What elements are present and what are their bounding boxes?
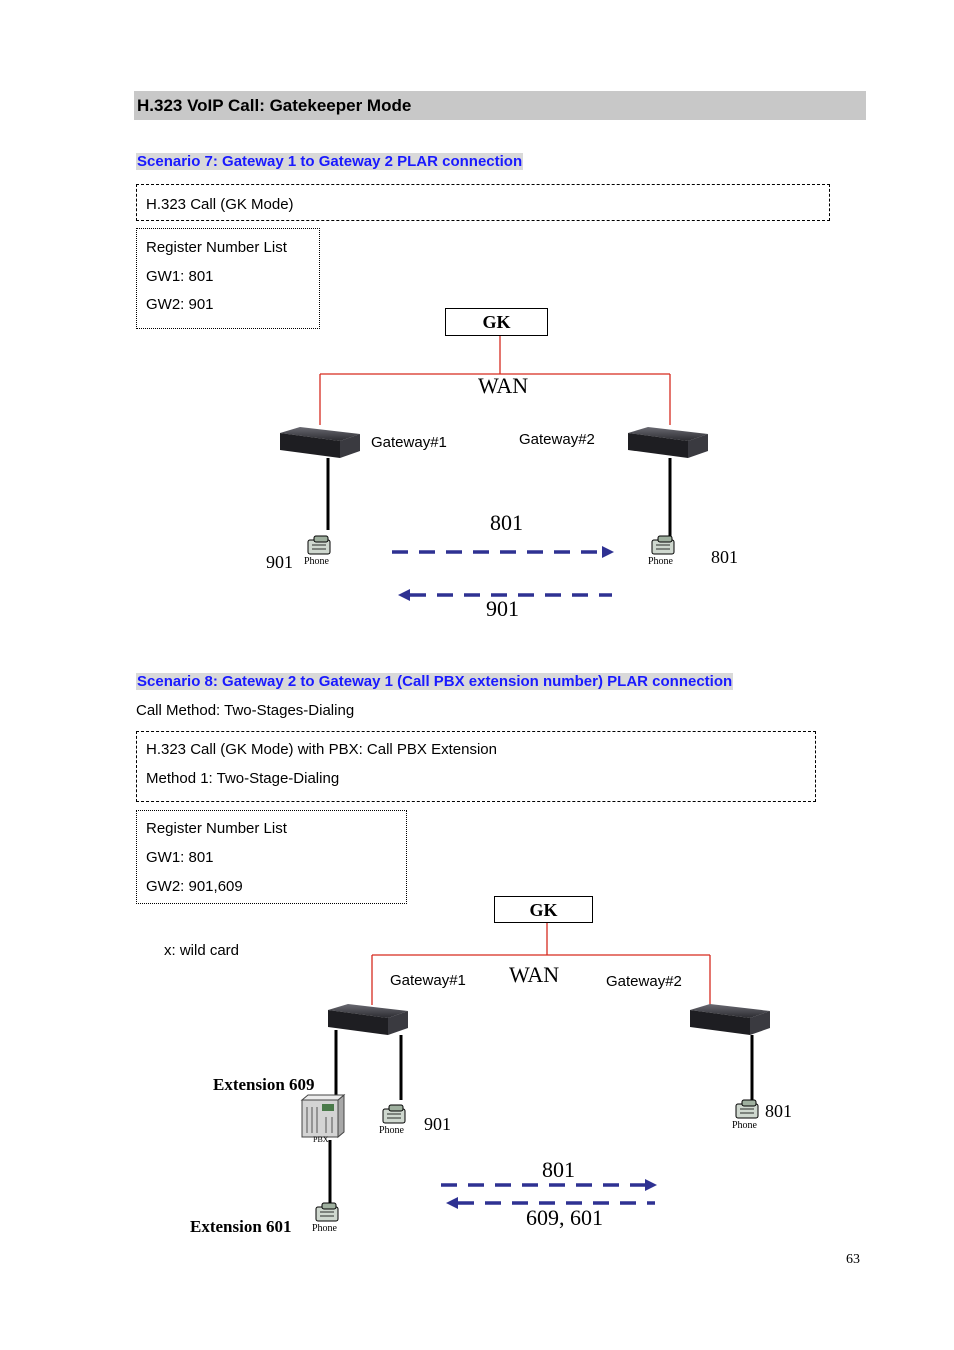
gateway-2-label: Gateway#2 [519, 431, 595, 448]
phone-icon [316, 1203, 338, 1221]
phone-icon [383, 1105, 405, 1123]
gateway-2-device [628, 427, 708, 458]
gatekeeper-box: GK [494, 896, 593, 923]
phone-number-801: 801 [711, 547, 738, 568]
register-gw1: GW1: 801 [146, 849, 214, 866]
wan-label: WAN [478, 373, 528, 399]
page-number: 63 [846, 1252, 860, 1268]
gateway-1-device [280, 427, 360, 458]
phone-number-901: 901 [266, 552, 293, 573]
phone-icon [652, 536, 674, 554]
scenario-8-title: Scenario 8: Gateway 2 to Gateway 1 (Call… [136, 673, 733, 690]
scenario-7-call-arrow-right [392, 546, 614, 558]
gateway-1-label: Gateway#1 [371, 434, 447, 451]
extension-609-label: Extension 609 [213, 1075, 315, 1095]
gateway-2-device [690, 1004, 770, 1035]
arrow-label-901: 901 [486, 596, 519, 622]
phone-label: Phone [732, 1120, 757, 1131]
scenario-8-call-line2: Method 1: Two-Stage-Dialing [146, 770, 339, 787]
arrow-label-801: 801 [542, 1157, 575, 1183]
phone-number-901: 901 [424, 1114, 451, 1135]
pbx-label: PBX [313, 1135, 329, 1144]
gateway-2-label: Gateway#2 [606, 973, 682, 990]
scenario-8-call-line1: H.323 Call (GK Mode) with PBX: Call PBX … [146, 741, 497, 758]
arrow-label-801: 801 [490, 510, 523, 536]
extension-601-label: Extension 601 [190, 1217, 292, 1237]
register-list-title: Register Number List [146, 820, 287, 837]
phone-icon [308, 536, 330, 554]
call-method-text: Call Method: Two-Stages-Dialing [136, 702, 354, 719]
gateway-1-label: Gateway#1 [390, 972, 466, 989]
register-gw2: GW2: 901,609 [146, 878, 243, 895]
pbx-icon [302, 1095, 344, 1137]
phone-label: Phone [379, 1125, 404, 1136]
phone-label: Phone [304, 556, 329, 567]
wan-label: WAN [509, 962, 559, 988]
phone-label: Phone [648, 556, 673, 567]
phone-icon [736, 1100, 758, 1118]
gateway-1-device [328, 1004, 408, 1035]
wildcard-note: x: wild card [164, 942, 239, 959]
phone-label: Phone [312, 1223, 337, 1234]
arrow-label-609-601: 609, 601 [526, 1205, 603, 1231]
phone-number-801: 801 [765, 1101, 792, 1122]
